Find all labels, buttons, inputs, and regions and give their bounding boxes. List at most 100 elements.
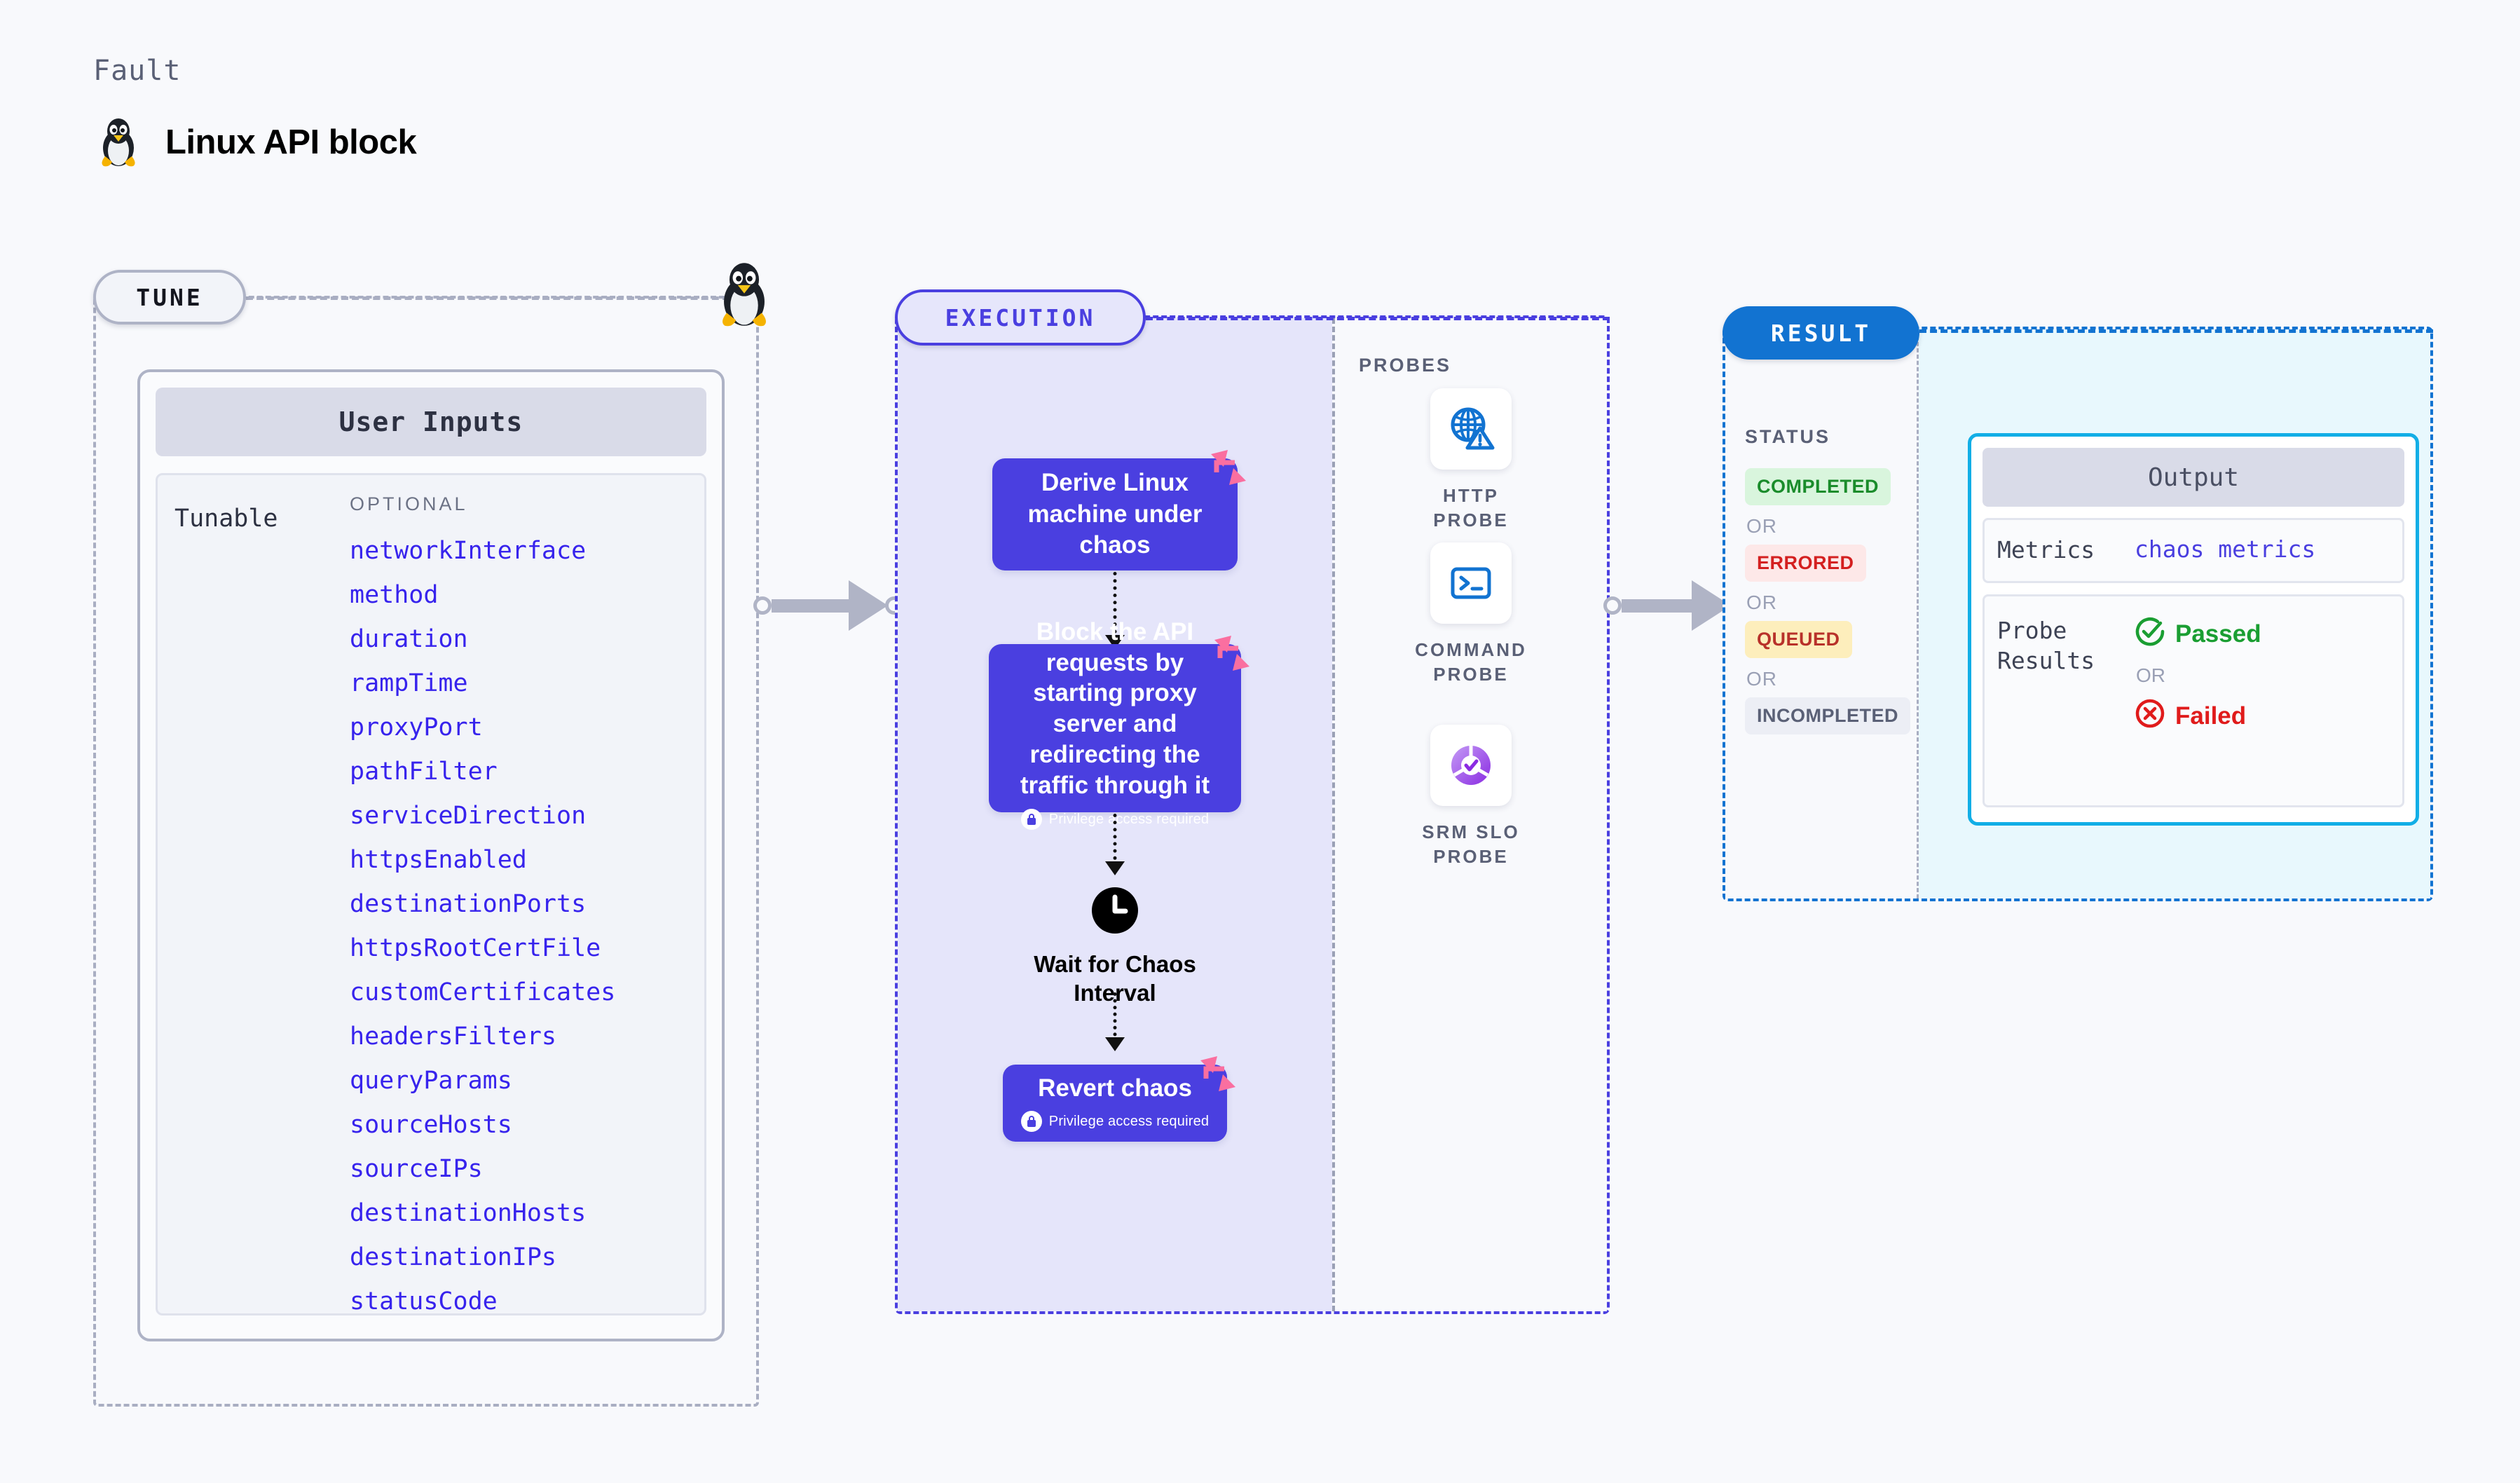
flow-arrow-2 bbox=[1105, 861, 1125, 875]
result-region: STATUS COMPLETED OR ERRORED OR QUEUED OR INCOM… bbox=[1723, 327, 2433, 901]
tunable-param[interactable]: pathFilter bbox=[350, 758, 498, 786]
tunable-param[interactable]: customCertificates bbox=[350, 978, 616, 1006]
tunable-param-list: networkInterface method duration rampTime pr… bbox=[350, 537, 690, 1315]
probe-result-failed: Failed bbox=[2135, 698, 2261, 735]
status-title: STATUS bbox=[1745, 426, 1830, 447]
connector-line bbox=[1622, 599, 1692, 613]
tunable-param[interactable]: destinationHosts bbox=[350, 1199, 587, 1227]
page-title: Linux API block bbox=[165, 123, 417, 161]
lock-icon bbox=[1020, 1111, 1042, 1132]
connector-arrowhead bbox=[849, 580, 888, 631]
tunable-param[interactable]: networkInterface bbox=[350, 537, 587, 565]
result-pill[interactable]: RESULT bbox=[1723, 306, 1919, 360]
metrics-key: Metrics bbox=[1997, 536, 2095, 563]
execution-node-derive[interactable]: Derive Linux machine under chaos bbox=[992, 450, 1246, 570]
linux-penguin-marker-icon bbox=[715, 259, 774, 329]
connector-start-dot bbox=[1603, 596, 1622, 615]
tunable-param[interactable]: statusCode bbox=[350, 1287, 498, 1315]
status-or-separator: OR bbox=[1746, 592, 1777, 613]
execution-node-wait[interactable]: Wait for Chaos Interval bbox=[1006, 886, 1224, 1008]
probe-results-key: Probe Results bbox=[1997, 616, 2095, 674]
lock-icon bbox=[1020, 809, 1042, 831]
tunable-param[interactable]: serviceDirection bbox=[350, 802, 587, 830]
status-badge: COMPLETED bbox=[1745, 468, 1891, 505]
execution-node-label: Derive Linux machine under chaos bbox=[1027, 468, 1203, 559]
tunable-param[interactable]: queryParams bbox=[350, 1067, 512, 1095]
tunable-param[interactable]: httpsEnabled bbox=[350, 846, 527, 874]
tunable-param[interactable]: sourceHosts bbox=[350, 1111, 512, 1139]
tunable-param[interactable]: rampTime bbox=[350, 669, 468, 697]
execution-pill[interactable]: EXECUTION bbox=[895, 289, 1146, 346]
output-probe-results-row: Probe Results Passed OR bbox=[1983, 594, 2404, 807]
execution-node-label: Revert chaos bbox=[1038, 1074, 1192, 1102]
passed-label: Passed bbox=[2175, 620, 2261, 648]
tunable-param[interactable]: destinationIPs bbox=[350, 1243, 557, 1271]
probe-command[interactable]: COMMAND PROBE bbox=[1403, 542, 1539, 687]
tunable-param[interactable]: headersFilters bbox=[350, 1023, 557, 1051]
globe-warning-icon bbox=[1430, 388, 1512, 470]
privilege-badge: Privilege access required bbox=[1020, 809, 1210, 831]
tunable-param[interactable]: sourceIPs bbox=[350, 1155, 483, 1183]
probe-srm-slo[interactable]: SRM SLO PROBE bbox=[1403, 725, 1539, 869]
status-badge-list: COMPLETED OR ERRORED OR QUEUED OR INCOMPLETED bbox=[1745, 468, 1911, 740]
probe-result-passed: Passed bbox=[2135, 616, 2261, 653]
check-circle-icon bbox=[2135, 616, 2165, 653]
probes-title: PROBES bbox=[1359, 355, 1452, 376]
privilege-label: Privilege access required bbox=[1048, 1113, 1210, 1129]
status-badge: QUEUED bbox=[1745, 621, 1852, 658]
tunable-param[interactable]: method bbox=[350, 581, 439, 609]
clock-icon bbox=[1090, 886, 1139, 938]
probe-http[interactable]: HTTP PROBE bbox=[1403, 388, 1539, 533]
status-column: STATUS COMPLETED OR ERRORED OR QUEUED OR INCOM… bbox=[1725, 329, 1919, 898]
probe-label: HTTP PROBE bbox=[1433, 485, 1509, 531]
execution-leader-line bbox=[1146, 317, 1610, 320]
metrics-value[interactable]: chaos metrics bbox=[2135, 535, 2316, 563]
user-inputs-title: User Inputs bbox=[156, 388, 706, 456]
connector-tune-to-execution bbox=[753, 580, 903, 631]
output-metrics-row: Metrics chaos metrics bbox=[1983, 518, 2404, 583]
flow-connector-1 bbox=[1113, 572, 1117, 641]
privilege-badge: Privilege access required bbox=[1020, 1111, 1210, 1132]
tune-leader-line bbox=[246, 296, 740, 300]
flow-connector-2 bbox=[1113, 814, 1117, 867]
status-or-separator: OR bbox=[1746, 515, 1777, 537]
retry-arrows-icon bbox=[1198, 1053, 1238, 1094]
status-or-separator: OR bbox=[1746, 668, 1777, 690]
probe-label: SRM SLO PROBE bbox=[1422, 821, 1520, 868]
result-leader-line bbox=[1919, 329, 2433, 333]
execution-node-label: Block the API requests by starting proxy… bbox=[1020, 617, 1210, 799]
failed-label: Failed bbox=[2175, 702, 2247, 730]
execution-region: Derive Linux machine under chaos Block t… bbox=[895, 315, 1610, 1314]
execution-column: Derive Linux machine under chaos Block t… bbox=[898, 318, 1332, 1311]
x-circle-icon bbox=[2135, 698, 2165, 735]
tunable-param[interactable]: httpsRootCertFile bbox=[350, 934, 601, 962]
page-title-row: Linux API block bbox=[97, 116, 417, 169]
tunable-param[interactable]: destinationPorts bbox=[350, 890, 587, 918]
retry-arrows-icon bbox=[1208, 447, 1249, 488]
optional-label: OPTIONAL bbox=[350, 493, 468, 514]
output-title: Output bbox=[1983, 448, 2404, 507]
terminal-icon bbox=[1430, 542, 1512, 624]
tunable-param[interactable]: duration bbox=[350, 625, 468, 653]
privilege-label: Privilege access required bbox=[1048, 811, 1210, 827]
tunable-param[interactable]: proxyPort bbox=[350, 713, 483, 742]
flow-connector-3 bbox=[1113, 992, 1117, 1043]
output-card: Output Metrics chaos metrics Probe Resul… bbox=[1968, 433, 2419, 826]
output-column: Output Metrics chaos metrics Probe Resul… bbox=[1919, 329, 2430, 898]
status-badge: ERRORED bbox=[1745, 545, 1866, 582]
user-inputs-body: Tunable OPTIONAL networkInterface method d… bbox=[156, 473, 706, 1315]
user-inputs-card: User Inputs Tunable OPTIONAL networkInte… bbox=[137, 369, 725, 1341]
status-badge: INCOMPLETED bbox=[1745, 697, 1911, 734]
execution-node-block-api[interactable]: Block the API requests by starting proxy… bbox=[989, 618, 1249, 831]
connector-start-dot bbox=[753, 596, 772, 615]
linux-penguin-icon bbox=[97, 116, 140, 169]
flow-arrow-3 bbox=[1105, 1037, 1125, 1051]
tunable-group-label: Tunable bbox=[174, 505, 278, 533]
probe-result-or: OR bbox=[2136, 664, 2165, 686]
tune-pill[interactable]: TUNE bbox=[93, 270, 246, 324]
connector-line bbox=[772, 599, 849, 613]
probe-label: COMMAND PROBE bbox=[1415, 639, 1527, 685]
probes-column: PROBES HTTP PROBE bbox=[1332, 318, 1607, 1311]
execution-node-revert[interactable]: Revert chaos Privilege access required bbox=[1003, 1056, 1235, 1142]
